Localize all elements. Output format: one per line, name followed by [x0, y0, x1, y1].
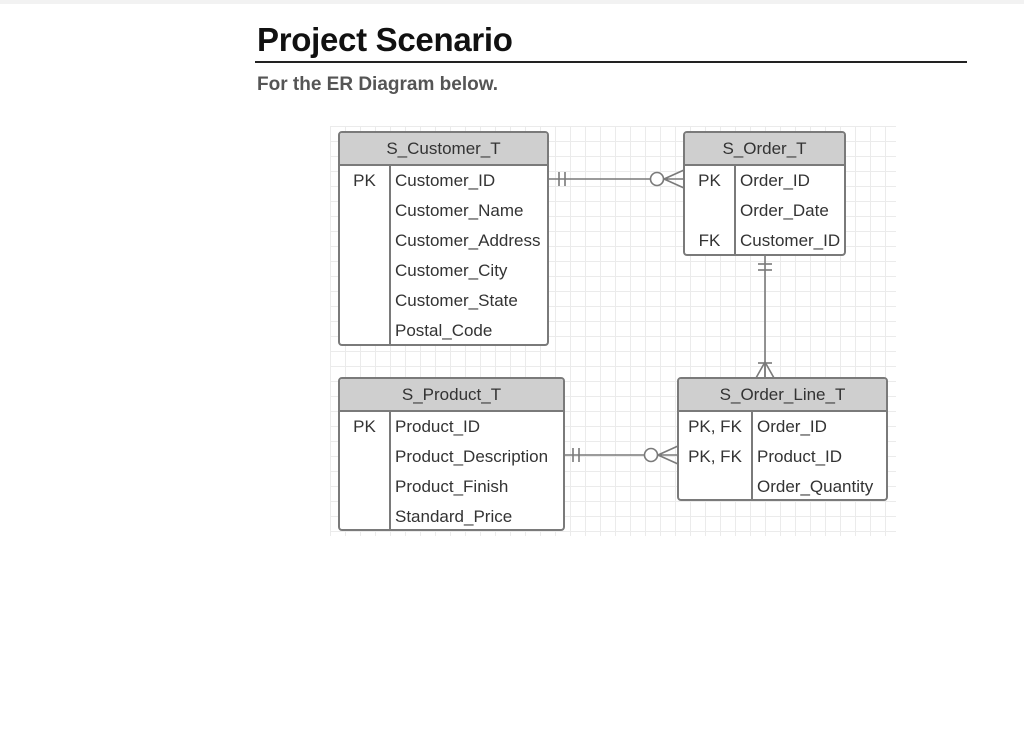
key-label: PK	[353, 417, 376, 436]
key-label: PK	[698, 171, 721, 190]
attribute-row[interactable]: Order_Date	[685, 196, 844, 226]
attribute-row[interactable]: PK, FK Product_ID	[679, 442, 886, 472]
attribute-name: Postal_Code	[395, 321, 493, 340]
attribute-row[interactable]: Postal_Code	[340, 316, 547, 344]
key-label: FK	[698, 231, 721, 250]
attribute-row[interactable]: Product_Description	[340, 442, 563, 472]
key-label: PK	[353, 171, 376, 190]
attribute-row[interactable]: Product_Finish	[340, 472, 563, 502]
attribute-name: Order_Date	[740, 201, 829, 220]
key-label	[340, 286, 389, 316]
entity-order-line-body: PK, FK Order_ID PK, FK Product_ID Order_Quan…	[679, 412, 886, 499]
key-column-divider	[389, 166, 391, 344]
entity-order-line-header: S_Order_Line_T	[679, 379, 886, 412]
attribute-row[interactable]: PK, FK Order_ID	[679, 412, 886, 442]
entity-order-header: S_Order_T	[685, 133, 844, 166]
entity-order-line[interactable]: S_Order_Line_T PK, FK Order_ID PK, FK Produ…	[677, 377, 888, 501]
attribute-row[interactable]: FK Customer_ID	[685, 226, 844, 254]
attribute-name: Customer_ID	[740, 231, 841, 250]
key-label	[685, 196, 734, 226]
attribute-row[interactable]: PK Product_ID	[340, 412, 563, 442]
key-label	[340, 226, 389, 256]
key-label	[340, 256, 389, 286]
attribute-name: Order_Quantity	[757, 477, 874, 496]
attribute-name: Product_ID	[757, 447, 843, 466]
attribute-name: Customer_ID	[395, 171, 496, 190]
key-label	[340, 472, 389, 502]
attribute-name: Customer_City	[395, 261, 508, 280]
attribute-row[interactable]: Standard_Price	[340, 502, 563, 529]
entity-customer-header: S_Customer_T	[340, 133, 547, 166]
entity-product-header: S_Product_T	[340, 379, 563, 412]
key-column-divider	[751, 412, 753, 499]
key-label	[679, 472, 751, 499]
attribute-name: Product_Description	[395, 447, 549, 466]
key-label	[340, 196, 389, 226]
attribute-name: Customer_State	[395, 291, 518, 310]
attribute-name: Customer_Address	[395, 231, 541, 250]
key-label	[340, 442, 389, 472]
attribute-row[interactable]: PK Order_ID	[685, 166, 844, 196]
key-column-divider	[389, 412, 391, 529]
attribute-row[interactable]: Customer_State	[340, 286, 547, 316]
key-column-divider	[734, 166, 736, 254]
attribute-name: Product_ID	[395, 417, 481, 436]
attribute-name: Order_ID	[740, 171, 810, 190]
page-subtitle: For the ER Diagram below.	[257, 74, 499, 95]
title-underline	[255, 61, 967, 63]
attribute-row[interactable]: PK Customer_ID	[340, 166, 547, 196]
key-label	[340, 502, 389, 529]
attribute-name: Order_ID	[757, 417, 827, 436]
top-edge-strip	[0, 0, 1024, 4]
attribute-name: Product_Finish	[395, 477, 509, 496]
attribute-row[interactable]: Customer_City	[340, 256, 547, 286]
page-title: Project Scenario	[257, 21, 513, 58]
attribute-row[interactable]: Order_Quantity	[679, 472, 886, 499]
key-label: PK, FK	[688, 447, 742, 466]
entity-product[interactable]: S_Product_T PK Product_ID Product_Descript…	[338, 377, 565, 531]
attribute-name: Customer_Name	[395, 201, 524, 220]
attribute-row[interactable]: Customer_Name	[340, 196, 547, 226]
attribute-row[interactable]: Customer_Address	[340, 226, 547, 256]
attribute-name: Standard_Price	[395, 507, 513, 526]
key-label: PK, FK	[688, 417, 742, 436]
key-label	[340, 316, 389, 344]
